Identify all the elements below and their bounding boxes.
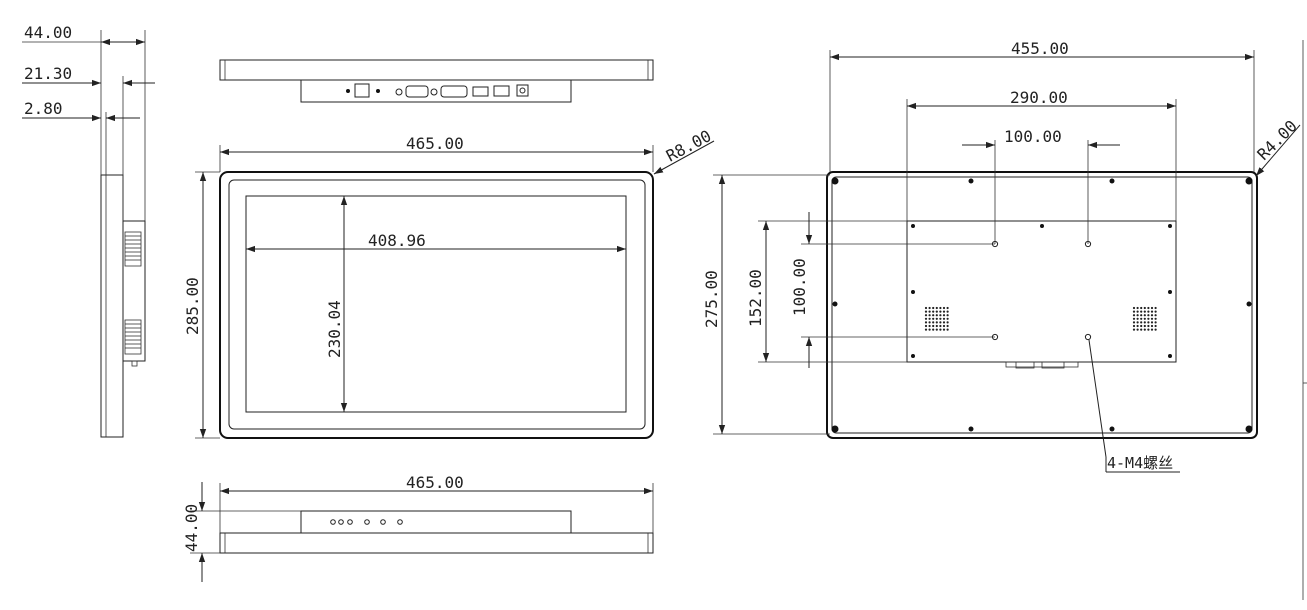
rear-mounting-plate: [906, 220, 1177, 363]
perimeter-screws: [831, 177, 1253, 433]
vesa-vertical-label: 100.00: [790, 258, 809, 316]
front-view: 465.00 285.00 408.96 230.04 R8.00: [183, 126, 714, 439]
osd-button-1: [330, 519, 336, 525]
side-bezel-thickness-label: 2.80: [24, 99, 63, 118]
vesa-horizontal-label: 100.00: [1004, 127, 1062, 146]
front-corner-radius-label: R8.00: [663, 126, 714, 165]
dvi-port: [440, 85, 468, 98]
bottom-depth-label: 44.00: [182, 504, 201, 552]
osd-button-4: [364, 519, 370, 525]
vga-port: [405, 85, 429, 98]
plate-screws: [911, 224, 1172, 358]
screen-height-label: 230.04: [325, 300, 344, 358]
screw-note-label: 4-M4螺丝: [1107, 454, 1173, 472]
osd-button-2: [338, 519, 344, 525]
rear-corner-radius-label: R4.00: [1253, 116, 1300, 163]
plate-width-label: 290.00: [1010, 88, 1068, 107]
dc-power-port: [516, 84, 529, 97]
usb-port: [493, 85, 510, 97]
osd-button-6: [397, 519, 403, 525]
speaker-grille-left: [924, 306, 949, 331]
top-bezel-outline: [219, 59, 654, 81]
rear-inner-frame: [831, 176, 1253, 434]
display-area: [245, 195, 627, 413]
osd-button-3: [347, 519, 353, 525]
rear-height-label: 275.00: [702, 270, 721, 328]
front-outer-frame: [219, 171, 654, 439]
side-view: 44.00 21.30 2.80: [22, 23, 155, 438]
plate-height-label: 152.00: [746, 269, 765, 327]
rear-width-label: 455.00: [1011, 39, 1069, 58]
side-depth-body-label: 21.30: [24, 64, 72, 83]
bottom-view: 465.00 44.00: [182, 473, 654, 582]
port-led-dot: [346, 89, 350, 93]
side-bezel-outline: [100, 174, 124, 438]
side-vent-grille-top: [124, 231, 142, 267]
front-width-label: 465.00: [406, 134, 464, 153]
osd-button-5: [380, 519, 386, 525]
top-rear-housing: [300, 79, 572, 103]
front-inner-frame: [228, 179, 646, 430]
screen-width-label: 408.96: [368, 231, 426, 250]
hdmi-port: [472, 86, 489, 97]
side-depth-total-label: 44.00: [24, 23, 72, 42]
vesa-holes: [991, 240, 1092, 341]
top-view: [219, 59, 654, 103]
speaker-grille-right: [1132, 306, 1157, 331]
rear-outer-frame: [826, 171, 1258, 439]
bottom-bezel-outline: [219, 532, 654, 554]
front-height-label: 285.00: [183, 277, 202, 335]
power-switch-port: [354, 83, 370, 98]
rear-view: 455.00 290.00 100.00 275.00 152.00 100.0…: [702, 39, 1301, 473]
bottom-rear-housing: [300, 510, 572, 534]
side-vent-grille-bottom: [124, 319, 142, 355]
bottom-width-label: 465.00: [406, 473, 464, 492]
